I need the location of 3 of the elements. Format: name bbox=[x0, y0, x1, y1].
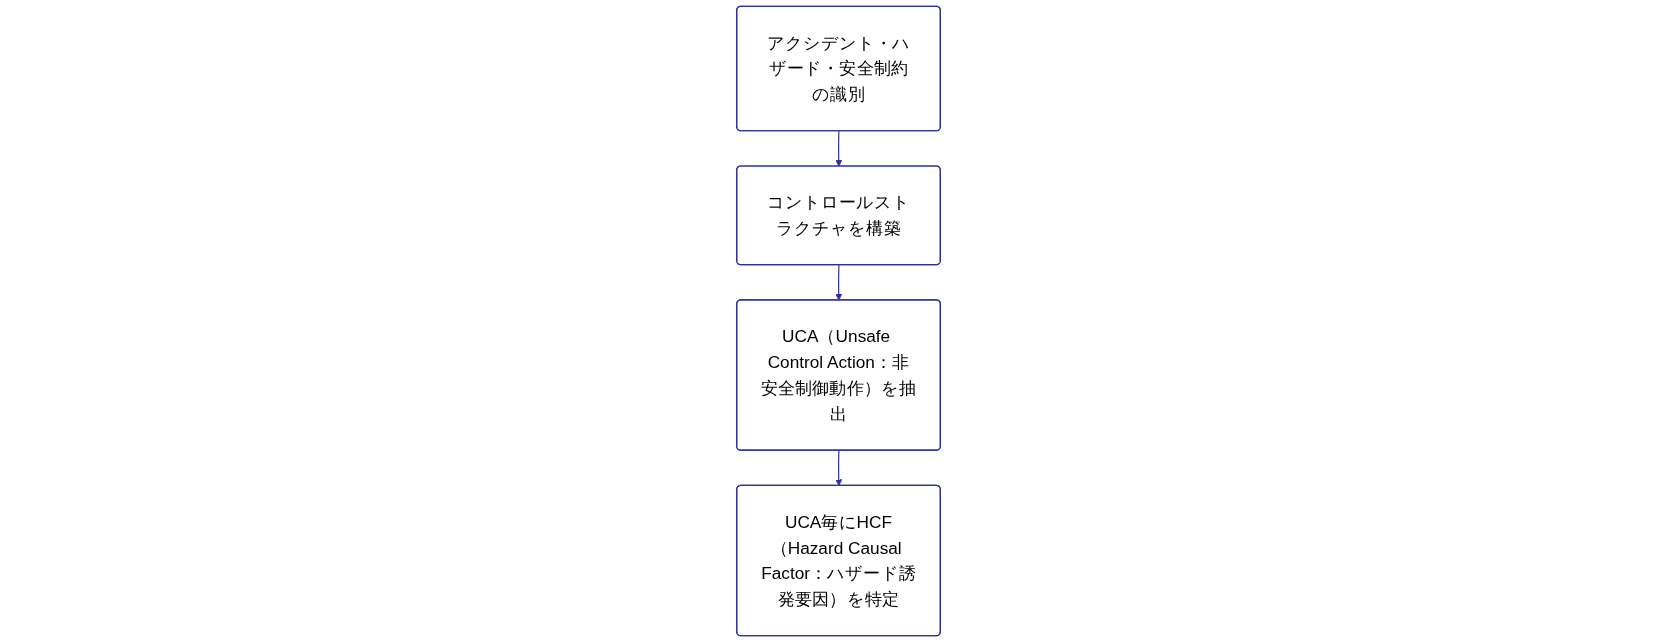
arrow bbox=[835, 450, 843, 487]
arrow bbox=[835, 264, 843, 301]
arrow bbox=[835, 130, 843, 167]
